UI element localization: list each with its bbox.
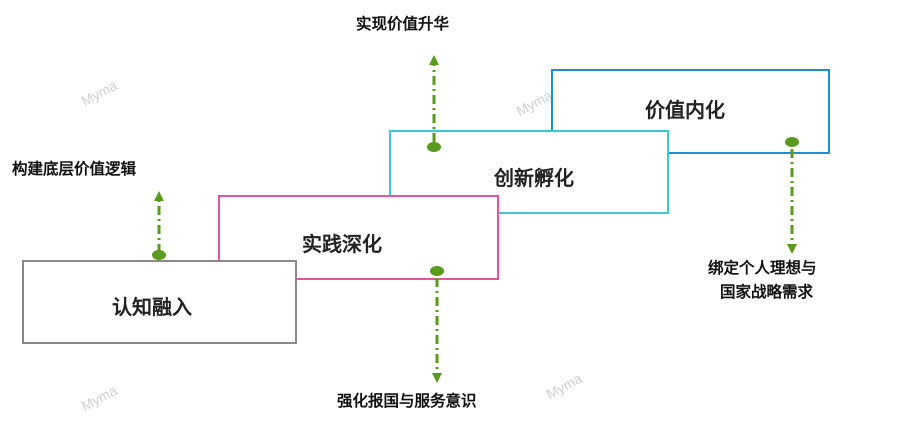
note-bind-line-1: 绑定个人理想与 — [708, 259, 817, 277]
step-box-cognitive-integration: 认知融入 — [22, 260, 297, 344]
step-label: 认知融入 — [112, 295, 192, 319]
note-realize-value: 实现价值升华 — [356, 15, 450, 33]
step-label: 实践深化 — [302, 232, 382, 256]
step-label: 价值内化 — [645, 98, 725, 122]
arrow-strengthen-service — [430, 266, 444, 383]
step-label: 创新孵化 — [494, 166, 574, 190]
note-construct-value-logic: 构建底层价值逻辑 — [12, 160, 137, 178]
arrow-realize-value — [427, 55, 441, 152]
step-box-innovation-incubation: 创新孵化 — [389, 130, 669, 214]
note-strengthen-service: 强化报国与服务意识 — [337, 392, 477, 410]
arrow-bind-ideals — [785, 137, 799, 254]
arrow-construct-logic — [152, 191, 166, 260]
note-bind-line-2: 国家战略需求 — [720, 283, 814, 301]
